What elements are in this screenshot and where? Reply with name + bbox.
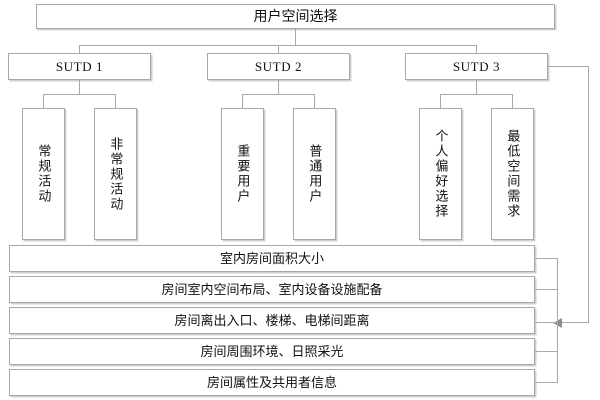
connector-feedback-top <box>548 66 588 67</box>
node-attribute-row-4-label: 房间周围环境、日照采光 <box>200 343 344 359</box>
node-attribute-row-1: 室内房间面积大小 <box>9 245 535 272</box>
node-leaf-sutd3-child1-label: 个人偏好选择 <box>433 129 449 219</box>
connector-group1-to-child-1 <box>43 94 44 108</box>
node-group-sutd3-label: SUTD 3 <box>452 58 501 74</box>
node-group-sutd3: SUTD 3 <box>405 53 548 80</box>
node-attribute-row-3-label: 房间离出入口、楼梯、电梯间距离 <box>174 312 370 328</box>
connector-group2-to-child-1 <box>242 94 243 108</box>
node-root-title-label: 用户空间选择 <box>253 8 338 25</box>
connector-group3-to-child-2 <box>512 94 513 108</box>
node-leaf-sutd3-child2: 最低空间需求 <box>491 108 534 240</box>
connector-row1-stub <box>535 258 558 259</box>
node-attribute-row-4: 房间周围环境、日照采光 <box>9 338 535 365</box>
connector-group3-stem <box>476 80 477 94</box>
node-group-sutd1-label: SUTD 1 <box>55 58 104 74</box>
connector-group1-to-child-2 <box>115 94 116 108</box>
node-leaf-sutd2-child1: 重要用户 <box>221 108 264 240</box>
connector-rows-collector <box>557 258 558 382</box>
connector-row5-stub <box>535 382 558 383</box>
connector-group2-bus <box>242 94 314 95</box>
connector-row3-stub <box>535 322 558 323</box>
connector-row2-stub <box>535 289 558 290</box>
connector-group3-bus <box>440 94 512 95</box>
connector-root-stem <box>295 29 296 45</box>
node-attribute-row-2: 房间室内空间布局、室内设备设施配备 <box>9 276 535 303</box>
connector-group2-stem <box>278 80 279 94</box>
node-leaf-sutd1-child2: 非常规活动 <box>94 108 137 240</box>
node-root-title: 用户空间选择 <box>36 4 555 29</box>
connector-feedback-right <box>588 66 589 323</box>
node-leaf-sutd2-child1-label: 重要用户 <box>235 144 251 204</box>
node-group-sutd2-label: SUTD 2 <box>254 58 303 74</box>
connector-row4-stub <box>535 351 558 352</box>
connector-root-to-group-2 <box>278 45 279 53</box>
node-attribute-row-5-label: 房间属性及共用者信息 <box>206 374 337 390</box>
node-leaf-sutd2-child2: 普通用户 <box>293 108 336 240</box>
node-leaf-sutd3-child2-label: 最低空间需求 <box>505 129 521 219</box>
node-leaf-sutd1-child1-label: 常规活动 <box>36 144 52 204</box>
connector-group2-to-child-2 <box>314 94 315 108</box>
node-attribute-row-1-label: 室内房间面积大小 <box>219 250 324 266</box>
node-leaf-sutd3-child1: 个人偏好选择 <box>419 108 462 240</box>
connector-group1-bus <box>43 94 115 95</box>
node-group-sutd1: SUTD 1 <box>8 53 151 80</box>
node-attribute-row-2-label: 房间室内空间布局、室内设备设施配备 <box>161 281 383 297</box>
connector-group3-to-child-1 <box>440 94 441 108</box>
connector-root-to-group-3 <box>476 45 477 53</box>
node-group-sutd2: SUTD 2 <box>207 53 350 80</box>
node-leaf-sutd1-child1: 常规活动 <box>22 108 65 240</box>
connector-feedback-bottom <box>562 322 588 323</box>
connector-root-to-group-1 <box>79 45 80 53</box>
node-leaf-sutd1-child2-label: 非常规活动 <box>108 136 124 212</box>
node-attribute-row-3: 房间离出入口、楼梯、电梯间距离 <box>9 307 535 334</box>
node-leaf-sutd2-child2-label: 普通用户 <box>307 144 323 204</box>
node-attribute-row-5: 房间属性及共用者信息 <box>9 369 535 396</box>
connector-group1-stem <box>79 80 80 94</box>
